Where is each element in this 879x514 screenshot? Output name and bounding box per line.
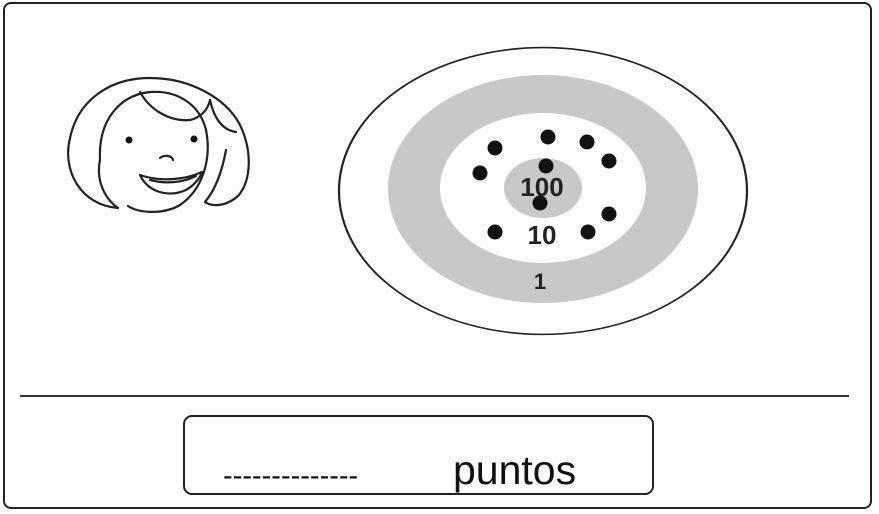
hit-mark [601, 153, 617, 169]
hit-mark [532, 195, 548, 211]
target-label-middle: 10 [528, 220, 557, 250]
hit-mark [601, 206, 617, 222]
hit-mark [540, 129, 556, 145]
girl-face-icon [67, 76, 250, 213]
target-label-outer: 1 [534, 269, 546, 294]
answer-unit-label: puntos [453, 447, 577, 493]
hit-mark [580, 224, 596, 240]
target-bullseye [504, 158, 582, 218]
divider-line [20, 395, 849, 397]
hit-mark [487, 140, 503, 156]
answer-blank[interactable]: -------------- [223, 460, 359, 492]
hit-mark [538, 158, 554, 174]
target: 100 10 1 [337, 46, 749, 336]
hit-mark [487, 224, 503, 240]
hit-marks [472, 129, 617, 240]
hit-mark [472, 165, 488, 181]
answer-box[interactable]: -------------- puntos [183, 415, 654, 495]
hit-mark [579, 134, 595, 150]
